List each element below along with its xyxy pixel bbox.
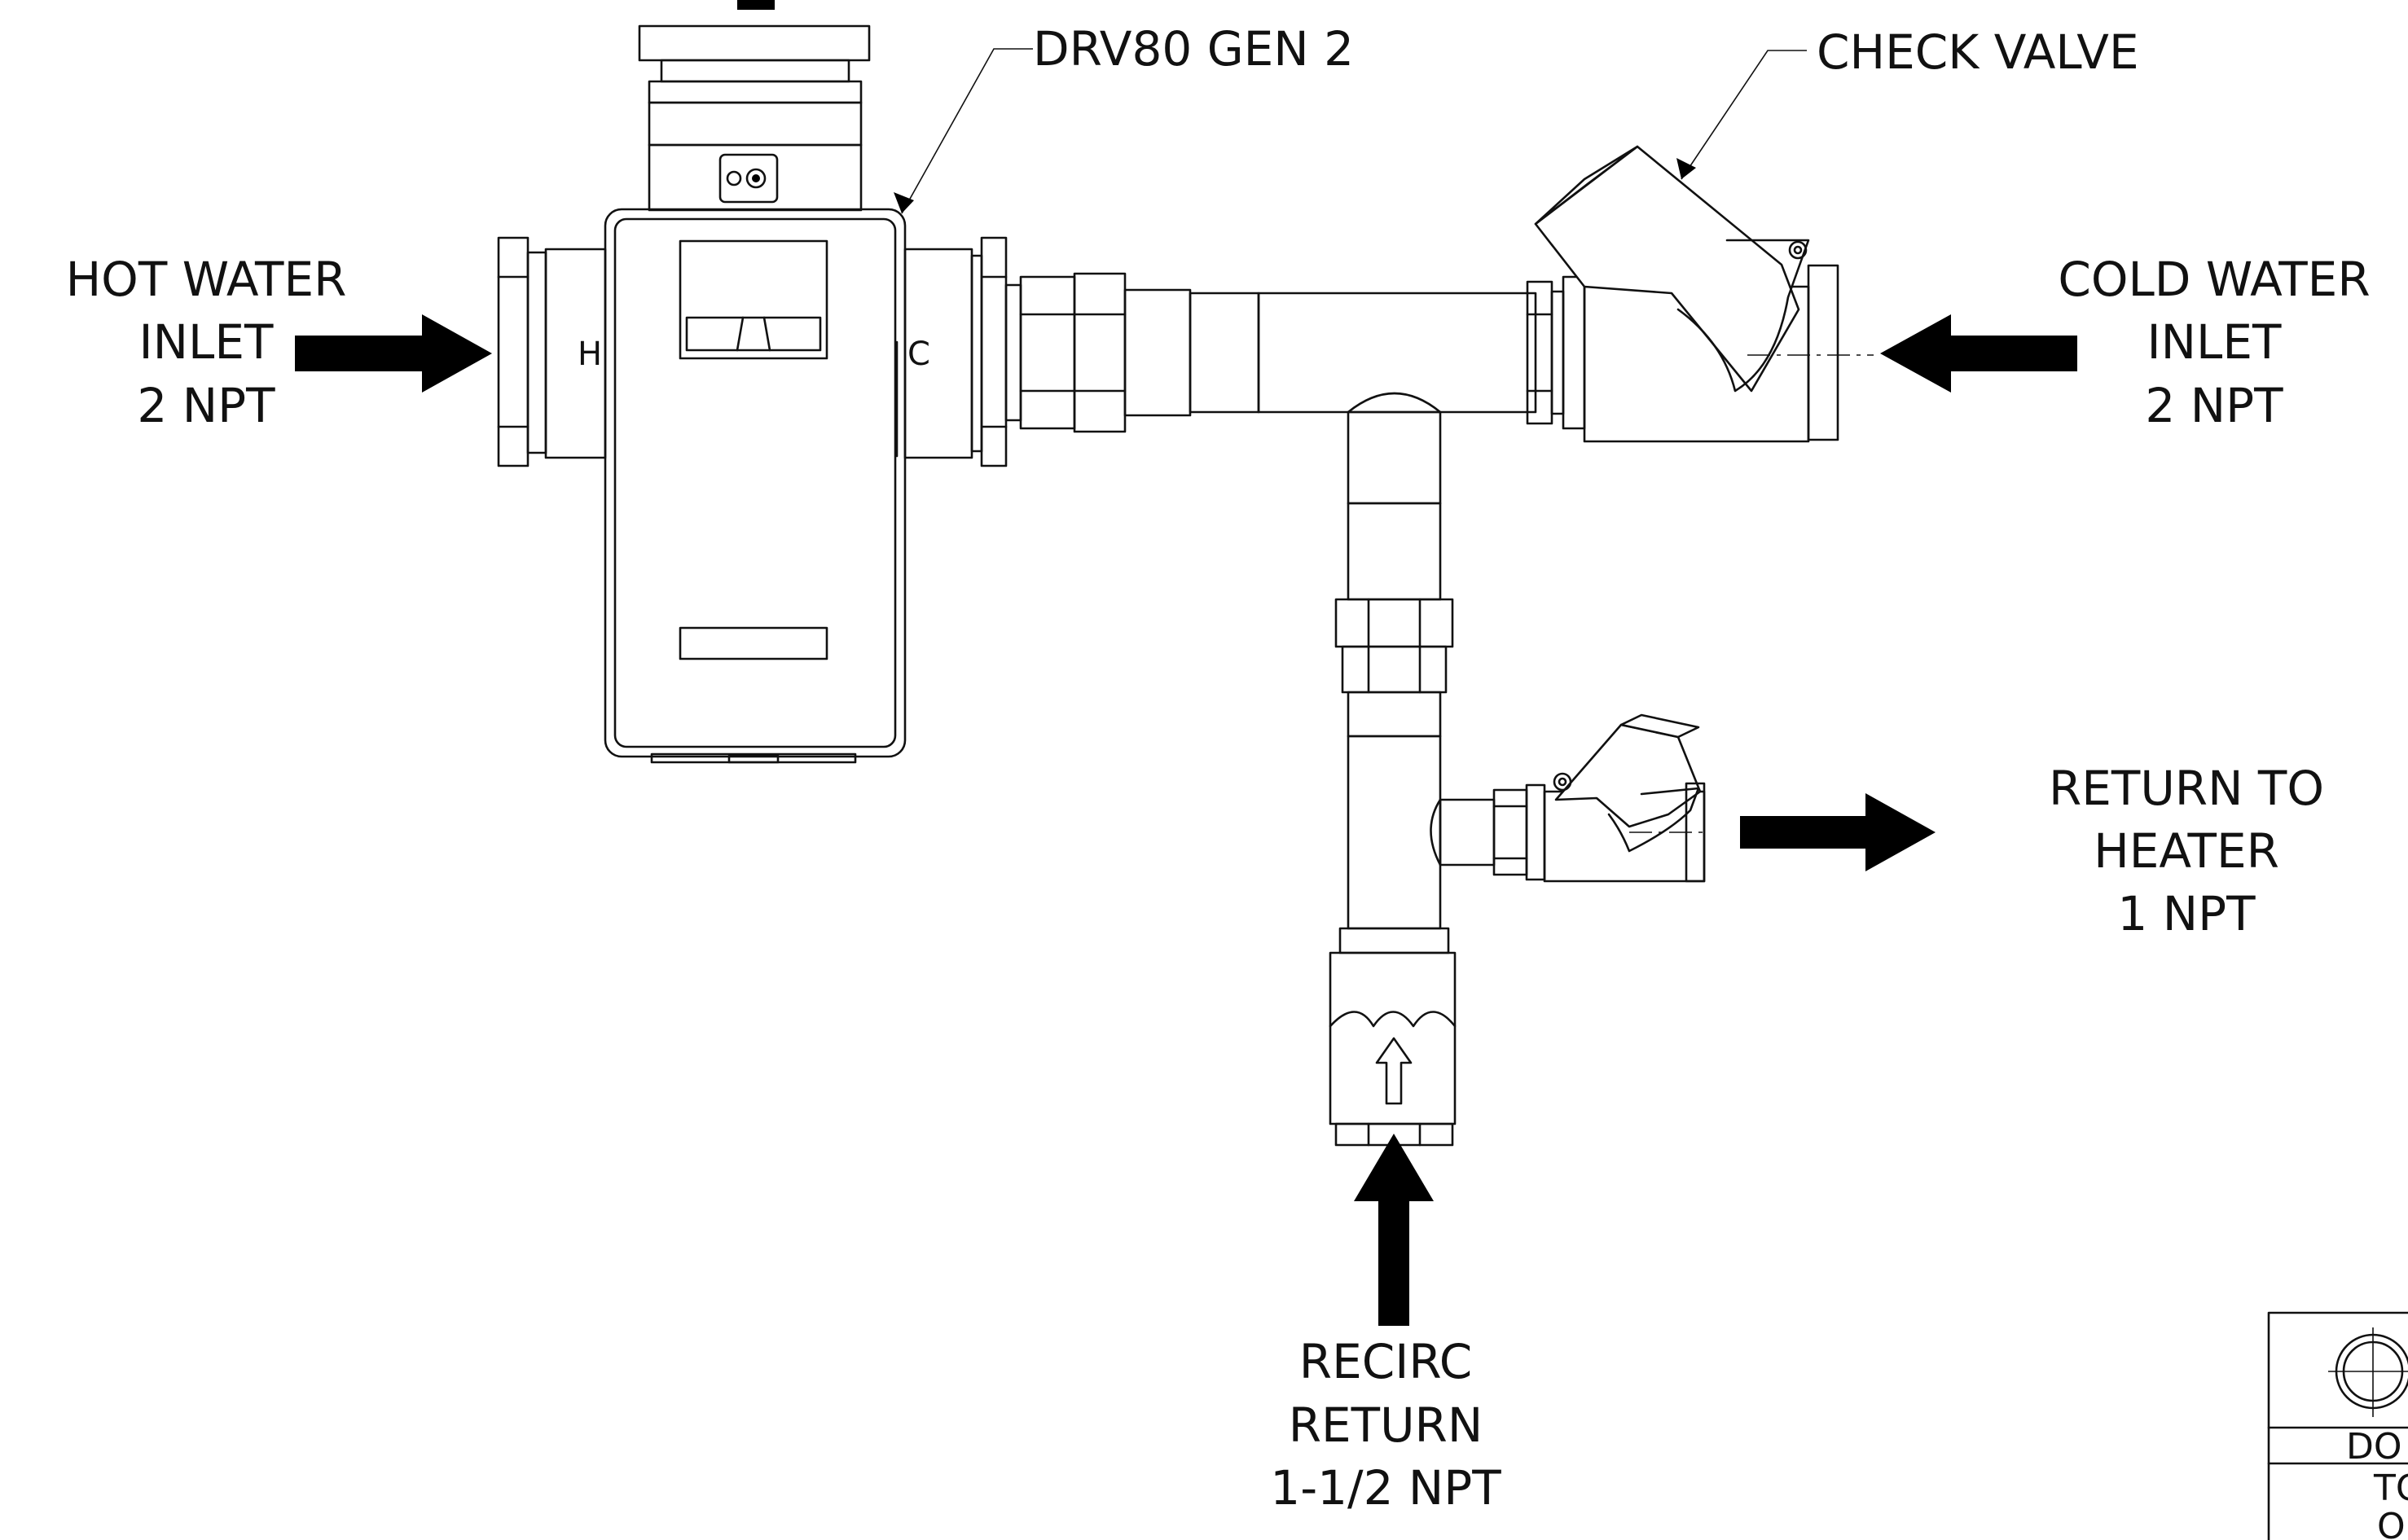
drv80-callout: DRV80 GEN 2 [1033,21,1354,77]
mixing-valve: H C [497,0,1008,764]
title-block: DO TO O [2267,1311,2408,1540]
title-block-row3: O [2377,1506,2406,1540]
cold-water-inlet-label: COLD WATER INLET 2 NPT [2058,252,2370,433]
check-valve-callout: CHECK VALVE [1817,24,2139,80]
hot-water-inlet-label: HOT WATER INLET 2 NPT [66,252,347,433]
recirc-return-arrow [1354,1134,1434,1326]
recirc-return-label: RECIRC RETURN 1-1/2 NPT [1270,1334,1501,1516]
svg-text:RECIRC: RECIRC [1299,1334,1472,1389]
title-block-row1: DO [2346,1426,2402,1468]
hot-side-mark: H [578,336,602,373]
svg-text:RETURN TO: RETURN TO [2049,761,2324,816]
return-check-valve [1543,713,1707,883]
return-to-heater-label: RETURN TO HEATER 1 NPT [2049,761,2324,941]
svg-text:2 NPT: 2 NPT [137,378,275,433]
svg-text:COLD WATER: COLD WATER [2058,252,2370,307]
svg-text:1 NPT: 1 NPT [2117,886,2256,941]
svg-text:INLET: INLET [139,314,274,370]
callout-leaders [894,48,1807,214]
hot-inlet-arrow [295,314,492,393]
svg-text:1-1/2 NPT: 1-1/2 NPT [1270,1460,1501,1516]
svg-text:2 NPT: 2 NPT [2145,378,2283,433]
cold-inlet-arrow [1880,314,2077,393]
svg-text:HOT WATER: HOT WATER [66,252,347,307]
cold-side-mark: C [907,336,930,373]
horizontal-piping [1004,272,1537,433]
title-block-row2: TO [2373,1468,2408,1509]
return-heater-arrow [1740,793,1936,871]
svg-text:RETURN: RETURN [1289,1397,1483,1453]
vertical-piping [1329,410,1546,1147]
svg-text:INLET: INLET [2147,314,2282,370]
cold-check-valve [1526,145,1874,443]
svg-text:HEATER: HEATER [2094,823,2279,879]
